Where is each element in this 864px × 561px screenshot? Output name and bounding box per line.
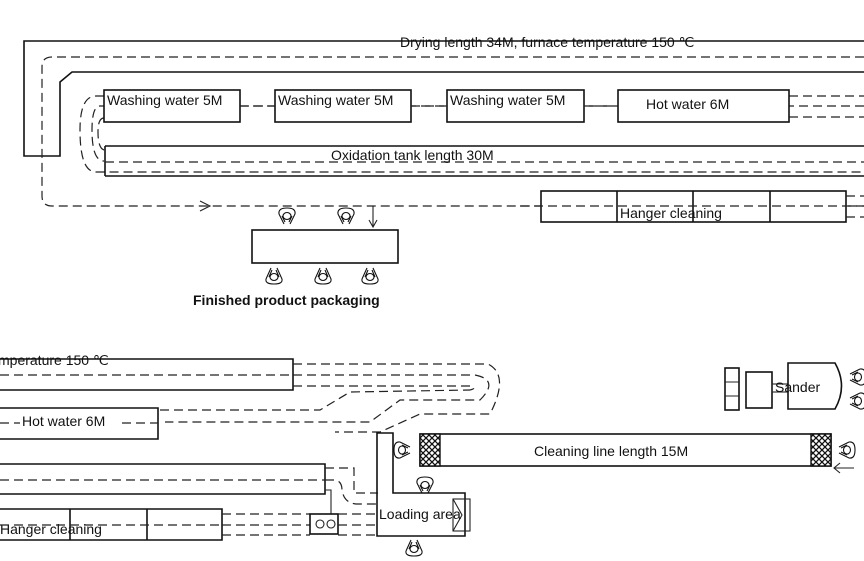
svg-text:Washing water 5M: Washing water 5M (450, 92, 565, 108)
conveyor-arrow (199, 200, 212, 212)
svg-text:Oxidation tank length 30M: Oxidation tank length 30M (331, 147, 494, 163)
worker-icon (393, 441, 411, 459)
hot-water-tank: Hot water 6M (617, 89, 790, 123)
svg-text:Loading area: Loading area (379, 506, 461, 522)
hanger-cleaning-station-bottom: Hanger cleaning (0, 508, 310, 541)
roller-unit (309, 513, 378, 536)
packaging-label: Finished product packaging (193, 292, 380, 308)
drying-furnace-outline (23, 40, 864, 157)
hot-water-tank-bottom: Hot water 6M (0, 407, 159, 440)
conveyor-loop-bottom3 (293, 385, 475, 391)
worker-icon (416, 476, 434, 494)
oxidation-tank: Oxidation tank length 30M (104, 145, 864, 177)
svg-text:Hot water 6M: Hot water 6M (22, 413, 105, 429)
svg-text:Sander: Sander (775, 379, 820, 395)
conveyor-path-mid (79, 95, 864, 173)
worker-icon (849, 368, 864, 386)
worker-icon (849, 392, 864, 410)
worker-icon (405, 539, 423, 557)
hatched-roller (419, 433, 441, 467)
conveyor-path-outer (41, 56, 864, 207)
cleaning-line: Cleaning line length 15M (419, 433, 856, 474)
worker-icon (278, 207, 296, 225)
svg-text:mperature 150 ℃: mperature 150 ℃ (0, 352, 109, 368)
conveyor-path-mid2 (91, 105, 864, 162)
sander-machine: Sander (724, 362, 864, 411)
drying-label: Drying length 34M, furnace temperature 1… (400, 34, 694, 50)
worker-icon (838, 441, 856, 459)
worker-icon (314, 267, 332, 285)
conveyor-path-inner (97, 117, 105, 151)
svg-text:Washing water 5M: Washing water 5M (278, 92, 393, 108)
svg-text:Hanger cleaning: Hanger cleaning (0, 521, 102, 537)
washing-tank: Washing water 5M (103, 89, 241, 123)
svg-text:Hanger cleaning: Hanger cleaning (620, 205, 722, 221)
svg-text:Hot water 6M: Hot water 6M (646, 96, 729, 112)
packaging-table (251, 206, 399, 285)
svg-text:Cleaning line length 15M: Cleaning line length 15M (534, 443, 688, 459)
worker-icon (265, 267, 283, 285)
conveyor-loop-bottom2 (165, 374, 490, 423)
worker-icon (361, 267, 379, 285)
oxidation-tank-bottom (0, 463, 326, 495)
hanger-cleaning-station: Hanger cleaning (520, 190, 864, 223)
worker-icon (337, 207, 355, 225)
conveyor-loop-bottom (293, 363, 501, 433)
drying-furnace-bottom: mperature 150 ℃ (0, 352, 294, 391)
svg-text:Washing water 5M: Washing water 5M (107, 92, 222, 108)
washing-tank: Washing water 5M (446, 89, 585, 123)
washing-tank: Washing water 5M (274, 89, 412, 123)
loading-area: Loading area (376, 432, 471, 557)
hatched-roller (810, 433, 832, 467)
